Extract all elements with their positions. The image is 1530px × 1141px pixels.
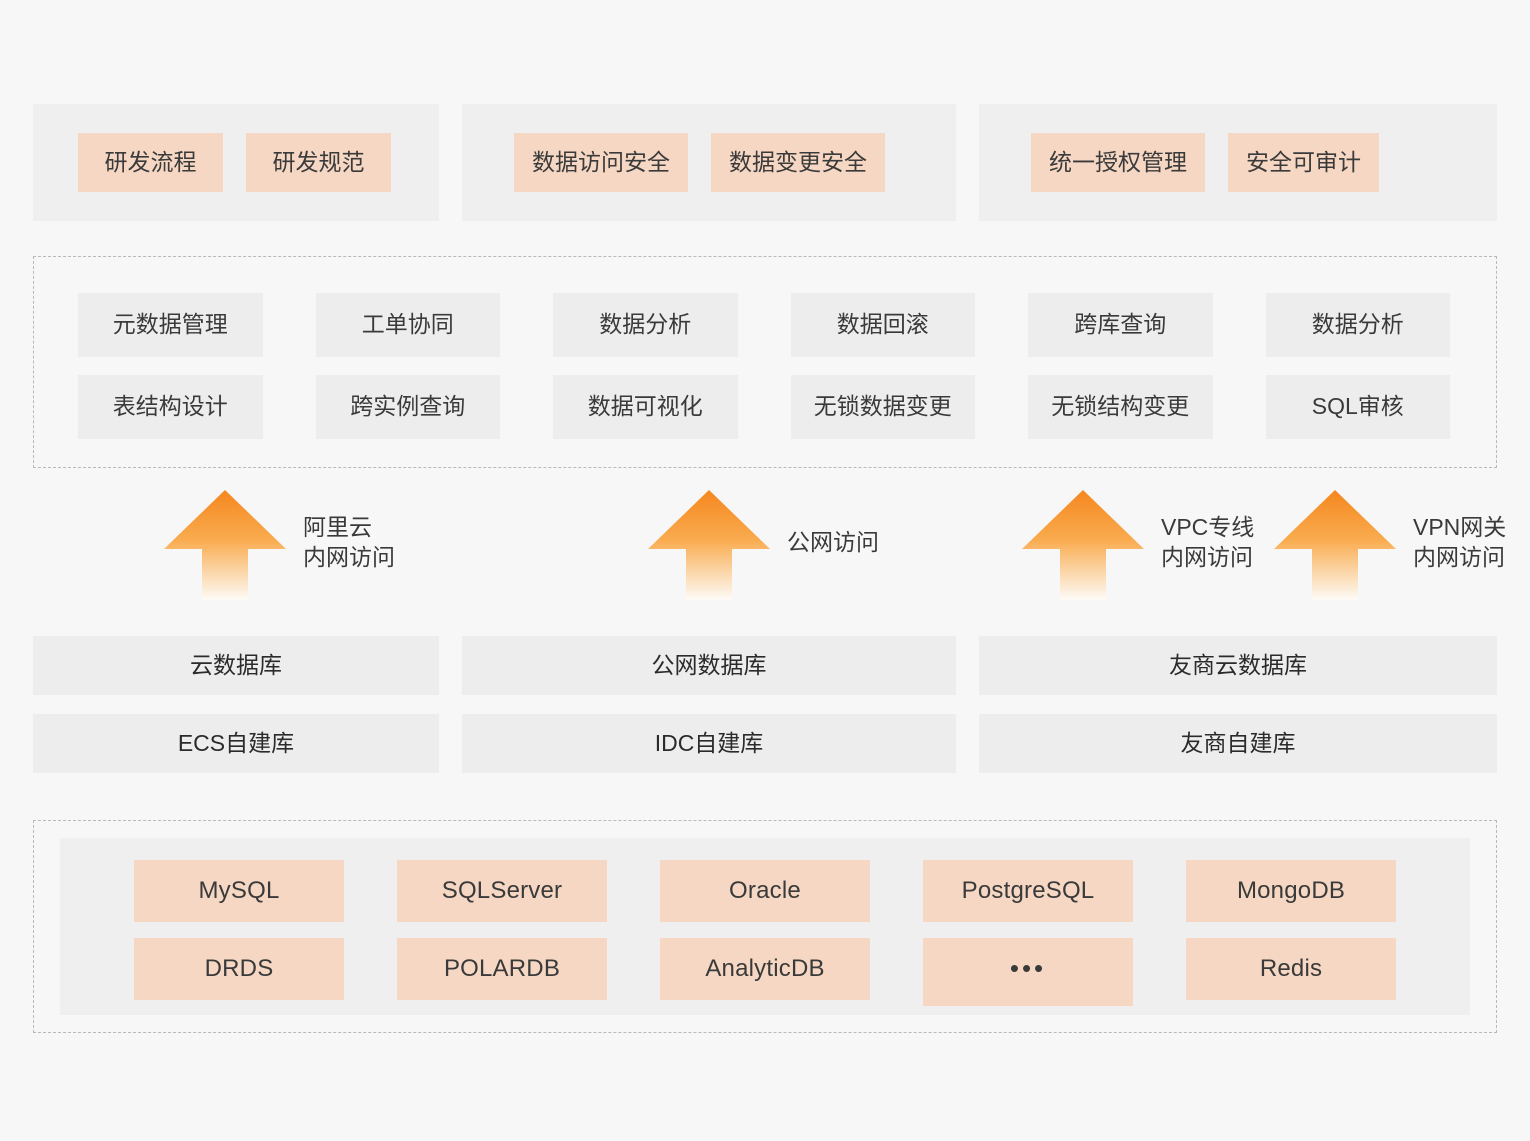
governance-row: 研发流程 研发规范 数据访问安全 数据变更安全 统一授权管理 安全可审计 <box>33 104 1497 221</box>
engine-analyticdb: AnalyticDB <box>660 938 870 1000</box>
capability-cross-instance-query: 跨实例查询 <box>315 375 500 439</box>
access-path-label: VPC专线 内网访问 <box>1161 512 1254 572</box>
capability-metadata-management: 元数据管理 <box>78 293 263 357</box>
capability-ticket-collaboration: 工单协同 <box>315 293 500 357</box>
capability-grid: 元数据管理 工单协同 数据分析 数据回滚 跨库查询 数据分析 表结构设计 跨实例… <box>78 293 1450 439</box>
engine-drds: DRDS <box>134 938 344 1000</box>
access-path-label: VPN网关 内网访问 <box>1413 512 1506 572</box>
access-path-vpc-line: VPC专线 内网访问 <box>1021 480 1254 610</box>
engine-postgresql: PostgreSQL <box>923 860 1133 922</box>
access-path-public-network: 公网访问 <box>647 480 879 610</box>
engine-redis: Redis <box>1186 938 1396 1000</box>
database-engines-panel: MySQL SQLServer Oracle PostgreSQL MongoD… <box>33 820 1497 1033</box>
capability-table-schema-design: 表结构设计 <box>78 375 263 439</box>
capability-lockless-schema-change: 无锁结构变更 <box>1028 375 1213 439</box>
capability-data-rollback: 数据回滚 <box>790 293 975 357</box>
chip-rd-process: 研发流程 <box>78 133 223 192</box>
access-path-alibaba-cloud: 阿里云 内网访问 <box>163 480 395 610</box>
authorization-panel: 统一授权管理 安全可审计 <box>979 104 1497 221</box>
access-path-label-line2: 内网访问 <box>1413 544 1505 570</box>
access-path-label-line1: 阿里云 <box>303 514 372 540</box>
engine-more-ellipsis: ••• <box>923 938 1133 1006</box>
engine-polardb: POLARDB <box>397 938 607 1000</box>
data-source-idc-self-built: IDC自建库 <box>462 714 956 773</box>
access-path-vpn-gateway: VPN网关 内网访问 <box>1273 480 1506 610</box>
chip-data-change-security: 数据变更安全 <box>711 133 885 192</box>
up-arrow-icon <box>648 490 770 600</box>
engine-sqlserver: SQLServer <box>397 860 607 922</box>
data-source-ecs-self-built: ECS自建库 <box>33 714 439 773</box>
chip-unified-authorization: 统一授权管理 <box>1031 133 1205 192</box>
rd-process-panel: 研发流程 研发规范 <box>33 104 439 221</box>
data-source-competitor-cloud-database: 友商云数据库 <box>979 636 1497 695</box>
capability-sql-review: SQL审核 <box>1265 375 1450 439</box>
database-engines-inner-panel: MySQL SQLServer Oracle PostgreSQL MongoD… <box>60 838 1470 1015</box>
data-source-competitor-self-built: 友商自建库 <box>979 714 1497 773</box>
capability-lockless-data-change: 无锁数据变更 <box>790 375 975 439</box>
capability-data-analysis-1: 数据分析 <box>553 293 738 357</box>
access-paths-row: 阿里云 内网访问 公网访问 <box>0 480 1530 610</box>
capability-cross-database-query: 跨库查询 <box>1028 293 1213 357</box>
capability-data-analysis-2: 数据分析 <box>1265 293 1450 357</box>
data-source-cloud-database: 云数据库 <box>33 636 439 695</box>
up-arrow-icon <box>1274 490 1396 600</box>
access-path-label-line2: 内网访问 <box>303 544 395 570</box>
data-source-self-built-row: ECS自建库 IDC自建库 友商自建库 <box>33 714 1497 773</box>
capability-data-visualization: 数据可视化 <box>553 375 738 439</box>
chip-security-audit: 安全可审计 <box>1228 133 1379 192</box>
access-path-label-line1: VPN网关 <box>1413 514 1507 540</box>
chip-rd-standard: 研发规范 <box>246 133 391 192</box>
up-arrow-icon <box>1022 490 1144 600</box>
up-arrow-icon <box>164 490 286 600</box>
data-security-panel: 数据访问安全 数据变更安全 <box>462 104 956 221</box>
access-path-label-line1: VPC专线 <box>1161 514 1255 540</box>
engine-oracle: Oracle <box>660 860 870 922</box>
engine-mysql: MySQL <box>134 860 344 922</box>
access-path-label-line2: 内网访问 <box>1161 544 1253 570</box>
data-source-public-database: 公网数据库 <box>462 636 956 695</box>
data-source-cloud-row: 云数据库 公网数据库 友商云数据库 <box>33 636 1497 695</box>
capability-panel: 元数据管理 工单协同 数据分析 数据回滚 跨库查询 数据分析 表结构设计 跨实例… <box>33 256 1497 468</box>
access-path-label: 公网访问 <box>787 527 879 557</box>
access-path-label-line1: 公网访问 <box>787 529 879 555</box>
access-path-label: 阿里云 内网访问 <box>303 512 395 572</box>
chip-data-access-security: 数据访问安全 <box>514 133 688 192</box>
engine-mongodb: MongoDB <box>1186 860 1396 922</box>
database-engines-grid: MySQL SQLServer Oracle PostgreSQL MongoD… <box>134 860 1396 1006</box>
